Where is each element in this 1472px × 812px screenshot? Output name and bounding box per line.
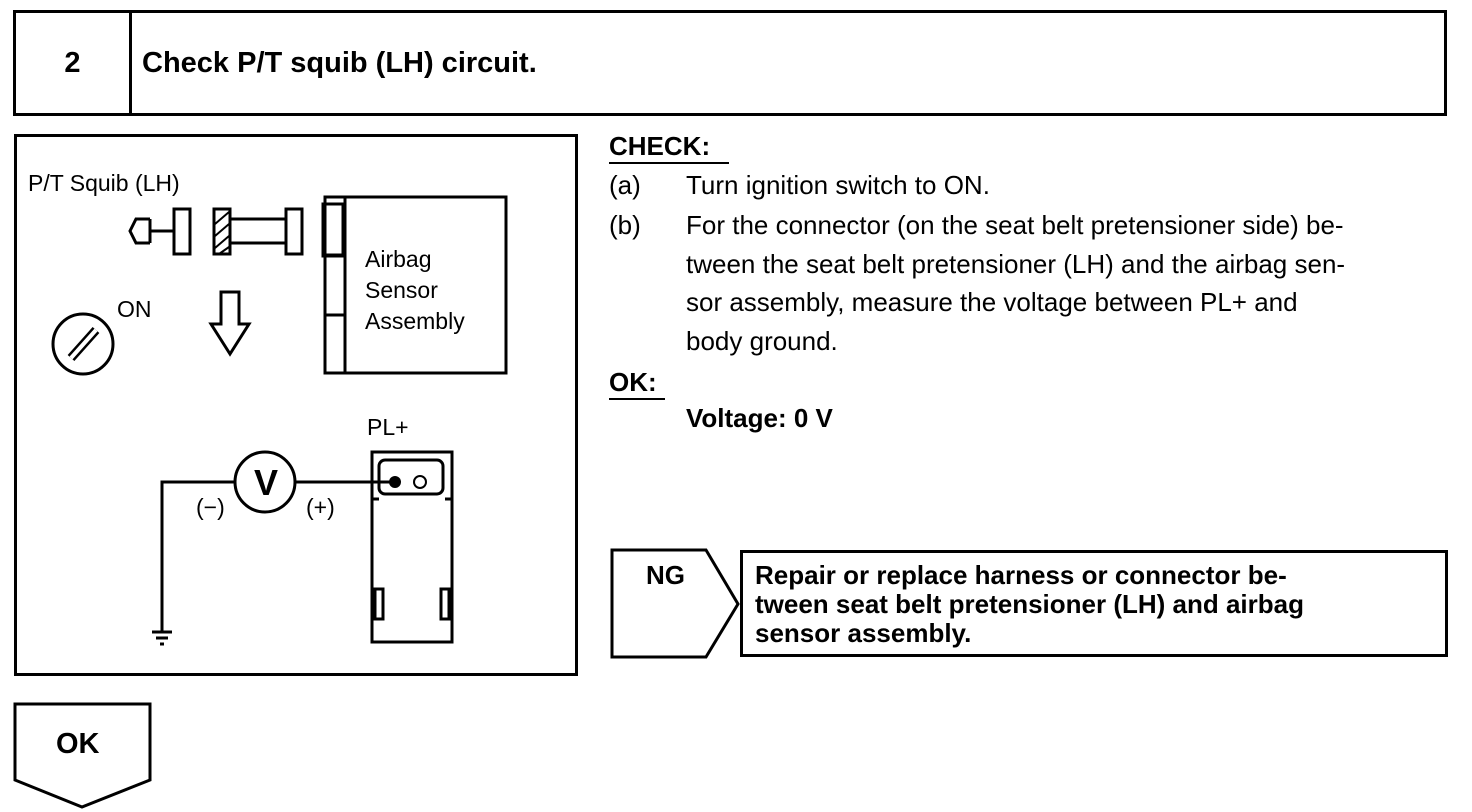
wiring-figure [14,134,578,676]
sensor-label-line2: Sensor [365,277,438,303]
negative-probe-label: (−) [196,494,225,520]
ok-flow-label: OK [56,728,100,760]
check-item-b-line1: For the connector (on the seat belt pret… [686,210,1344,240]
check-item-b-line3: sor assembly, measure the voltage betwee… [686,287,1298,317]
sensor-label-line1: Airbag [365,246,432,272]
step-number: 2 [64,46,81,79]
terminal-pin [413,475,427,489]
check-item-a-text: Turn ignition switch to ON. [686,166,1448,205]
ng-label: NG [646,560,685,590]
check-item-b-label: (b) [609,210,641,240]
check-heading: CHECK: [609,131,711,161]
header-divider [129,10,132,116]
pretensioner-connector [370,450,454,644]
check-item-a-label: (a) [609,170,641,200]
connector-latch-left [373,587,385,621]
negative-lead [160,480,235,632]
harness-connector [284,207,304,256]
hatched-connector [212,207,232,256]
squib-plug-tip [128,217,150,245]
check-item-b-line2: tween the seat belt pretensioner (LH) an… [686,248,1346,279]
check-underline [609,162,729,164]
wiring-diagram-svg [51,195,508,646]
connector-latch-right [439,587,451,621]
ng-action-line1: Repair or replace harness or connector b… [755,560,1287,590]
squib-label: P/T Squib (LH) [28,170,180,196]
squib-connector [172,207,192,256]
ng-action-line3: sensor assembly. [755,618,972,648]
ok-underline [609,398,665,400]
down-arrow-icon [208,290,252,357]
check-item-a-line: Turn ignition switch to ON. [686,170,990,200]
ignition-switch-icon [51,312,115,376]
ok-heading: OK: [609,367,657,397]
step-title: Check P/T squib (LH) circuit. [142,46,537,79]
terminal-label: PL+ [367,414,409,440]
hatch-lines [214,211,230,255]
ng-arrow-icon [610,548,740,659]
step-header [13,10,1447,116]
voltmeter-symbol: V [253,462,278,503]
ng-action-line2: tween seat belt pretensioner (LH) and ai… [755,589,1304,619]
check-item-b-text: For the connector (on the seat belt pret… [686,206,1448,360]
ng-action-box: Repair or replace harness or connector b… [740,550,1448,657]
terminal-pl-plus [389,476,401,488]
ok-arrow-icon [13,702,152,809]
switch-on-label: ON [117,296,152,322]
check-item-b-line4: body ground. [686,325,838,356]
ok-spec-value: Voltage: 0 V [686,403,833,433]
sensor-label-line3: Assembly [365,308,465,334]
positive-probe-label: (+) [306,494,335,520]
connector-face [377,458,445,496]
